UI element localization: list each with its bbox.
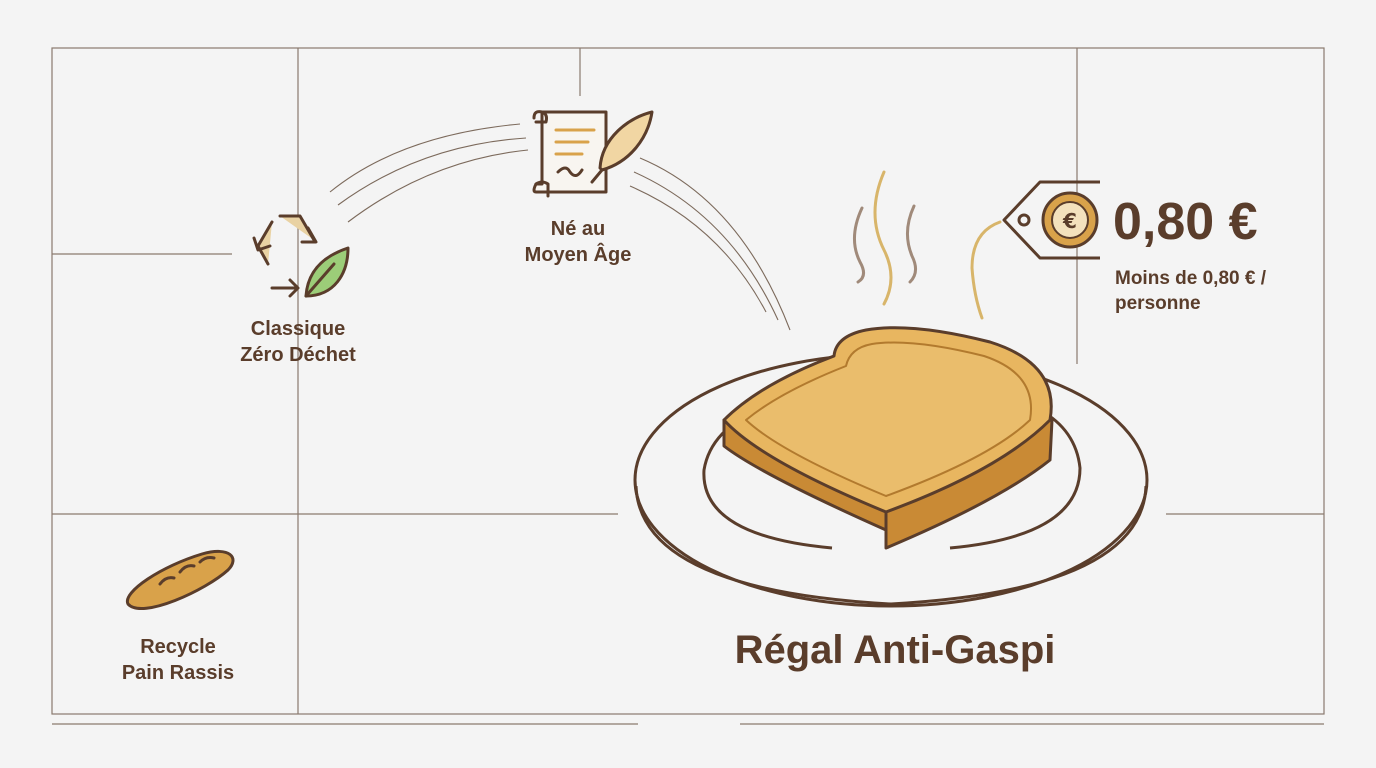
- price-amount: 0,80 €: [1113, 193, 1258, 251]
- label-line: Recycle: [140, 636, 216, 658]
- price-subtitle: Moins de 0,80 € / personne: [1115, 266, 1335, 316]
- label-ne-au-moyen-age: Né au Moyen Âge: [478, 216, 678, 268]
- label-line: Né au: [550, 218, 606, 240]
- label-line: Moyen Âge: [524, 244, 632, 266]
- label-classique-zero-dechet: Classique Zéro Déchet: [198, 316, 398, 368]
- recycle-leaf-icon: [252, 214, 350, 298]
- price-subtitle-line: personne: [1115, 293, 1201, 314]
- label-line: Zéro Déchet: [240, 344, 356, 366]
- coin-euro-icon: €: [1041, 191, 1099, 249]
- svg-text:€: €: [1062, 209, 1077, 233]
- toast-icon: [722, 326, 1054, 550]
- label-line: Pain Rassis: [121, 662, 235, 684]
- price-subtitle-line: Moins de 0,80 € /: [1115, 268, 1266, 289]
- price-tag-icon: [1002, 180, 1100, 260]
- steam-icon: [853, 170, 1002, 320]
- main-title: Régal Anti-Gaspi: [734, 628, 1056, 672]
- scroll-quill-icon: [532, 110, 654, 198]
- label-recycle-pain-rassis: Recycle Pain Rassis: [78, 634, 278, 686]
- grid-lines: [51, 47, 1325, 725]
- label-line: Classique: [250, 318, 346, 340]
- baguette-icon: [125, 549, 235, 610]
- flow-arcs: [329, 123, 791, 331]
